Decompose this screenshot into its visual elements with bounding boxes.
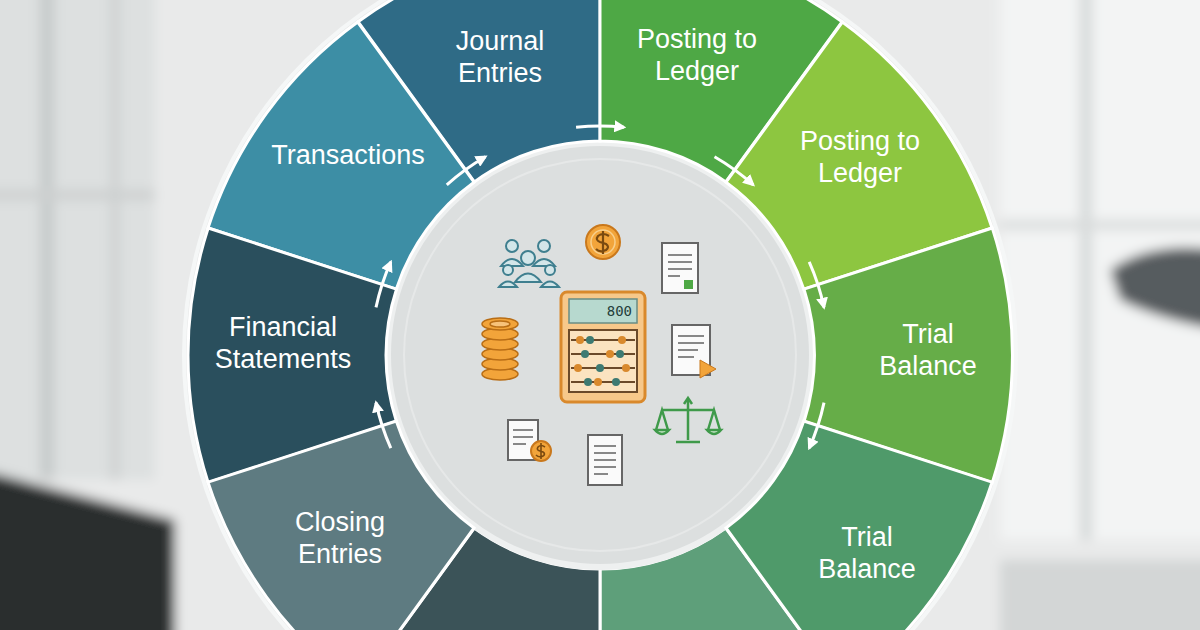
scales-icon bbox=[655, 398, 721, 442]
receipt-coin-icon-part bbox=[536, 443, 545, 459]
cycle-segment: Trial Balance bbox=[726, 421, 992, 630]
inner-ring bbox=[404, 159, 796, 551]
receipt-coin-icon-part bbox=[531, 441, 551, 461]
scales-icon-part bbox=[662, 400, 714, 442]
people-icon-part bbox=[521, 251, 535, 265]
people-icon-part bbox=[499, 282, 517, 288]
segment-label: Posting to Ledger bbox=[612, 23, 782, 88]
calculator-abacus-part bbox=[561, 292, 645, 402]
receipt-coin-icon bbox=[508, 420, 551, 461]
office-backdrop-part bbox=[1000, 220, 1200, 230]
office-backdrop-part bbox=[1080, 0, 1092, 540]
calculator-abacus-part bbox=[616, 350, 624, 358]
dollar-coin-part bbox=[596, 231, 609, 254]
document-icon-part bbox=[662, 243, 698, 293]
segment-label: Trial Balance bbox=[858, 318, 998, 383]
cycle-segment: Financial Statements bbox=[188, 228, 396, 483]
document-icon bbox=[588, 435, 622, 485]
calculator-abacus-part bbox=[584, 378, 592, 386]
receipt-coin-icon-part bbox=[513, 430, 533, 444]
calculator-abacus-part bbox=[622, 364, 630, 372]
office-backdrop-part bbox=[110, 0, 120, 480]
wheel-frame-part bbox=[184, 0, 1016, 630]
calculator-abacus-part bbox=[569, 330, 637, 392]
calculator-abacus bbox=[561, 292, 645, 402]
calculator-abacus-part bbox=[612, 378, 620, 386]
scales-icon-part bbox=[656, 410, 720, 430]
document-arrow-icon bbox=[672, 325, 716, 378]
segment-label: Posting to Ledger bbox=[775, 125, 945, 190]
document-icon bbox=[662, 243, 698, 293]
dollar-coin-part bbox=[586, 225, 620, 259]
segment-label: Financial Statements bbox=[183, 311, 383, 376]
coin-stack bbox=[482, 318, 518, 380]
calculator-abacus-part bbox=[606, 350, 614, 358]
coin-stack-part bbox=[482, 318, 518, 330]
people-icon-part bbox=[541, 282, 559, 288]
calculator-abacus-part bbox=[571, 340, 635, 382]
cycle-segment: Closing Entries bbox=[208, 421, 474, 630]
calculator-abacus-part bbox=[569, 299, 637, 323]
office-backdrop-part bbox=[0, 0, 155, 480]
people-icon-part bbox=[503, 265, 513, 275]
calculator-abacus-part bbox=[618, 336, 626, 344]
coin-stack-part bbox=[490, 321, 510, 327]
people-icon bbox=[499, 240, 559, 287]
dollar-coin-part bbox=[591, 230, 615, 254]
people-icon-part bbox=[501, 259, 523, 266]
people-icon-part bbox=[506, 240, 518, 252]
segment-wedge bbox=[726, 421, 992, 630]
flow-arrow bbox=[576, 126, 624, 127]
office-backdrop-part bbox=[1110, 248, 1200, 331]
cycle-segment: Posting to Ledger bbox=[726, 22, 992, 289]
cycle-segment: Transactions bbox=[208, 22, 474, 289]
inner-circle bbox=[388, 143, 812, 567]
calculator-abacus-part bbox=[596, 364, 604, 372]
document-icon-part bbox=[594, 446, 616, 474]
segment-label: Transactions bbox=[238, 139, 458, 171]
segment-label: Closing Entries bbox=[265, 506, 415, 571]
document-arrow-icon-part bbox=[678, 336, 704, 357]
calculator-abacus-part bbox=[594, 378, 602, 386]
document-icon-part bbox=[684, 280, 693, 289]
calculator-abacus-part bbox=[581, 350, 589, 358]
segment-wedge bbox=[208, 421, 474, 630]
people-icon-part bbox=[545, 265, 555, 275]
calculator-display: 800 bbox=[572, 301, 632, 321]
calculator-abacus-part bbox=[576, 336, 584, 344]
document-arrow-icon-part bbox=[700, 360, 716, 378]
office-backdrop-part bbox=[0, 470, 175, 630]
wheel-frame bbox=[184, 0, 1016, 630]
scales-icon-part bbox=[684, 398, 692, 404]
office-backdrop-part bbox=[1000, 0, 1200, 540]
document-icon-part bbox=[668, 255, 692, 276]
office-backdrop-part bbox=[40, 0, 54, 480]
document-icon-part bbox=[588, 435, 622, 485]
people-icon-part bbox=[538, 240, 550, 252]
segment-label: Journal Entries bbox=[415, 25, 585, 90]
calculator-abacus-part bbox=[574, 364, 582, 372]
cycle-segment: Trial Balance bbox=[804, 228, 1012, 483]
office-backdrop-part bbox=[0, 190, 155, 200]
office-backdrop-part bbox=[1000, 560, 1200, 630]
people-icon-part bbox=[515, 274, 541, 283]
segment-label: Trial Balance bbox=[797, 521, 937, 586]
calculator-abacus-part bbox=[586, 336, 594, 344]
dollar-coin bbox=[586, 225, 620, 259]
scales-icon-part bbox=[655, 430, 721, 434]
